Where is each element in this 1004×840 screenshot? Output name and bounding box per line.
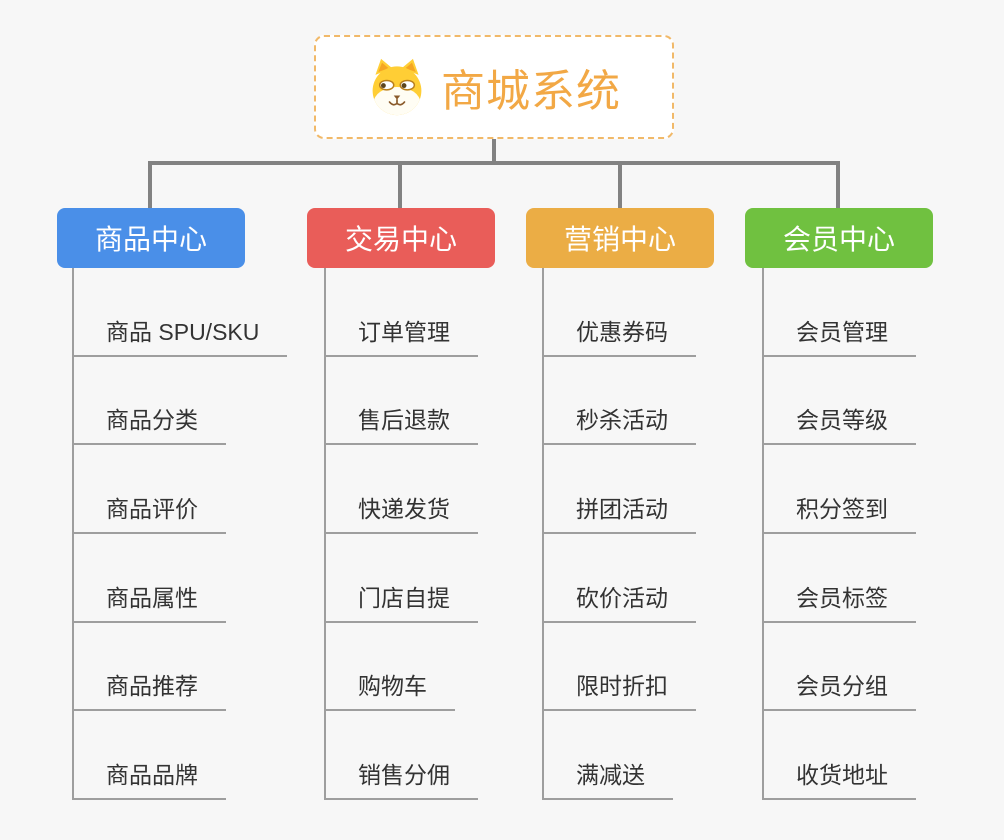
branch-children-product-center: 商品 SPU/SKU 商品分类 商品评价 商品属性 商品推荐 商品品牌 [72, 268, 332, 801]
root-title: 商城系统 [441, 67, 621, 116]
branch-node-marketing-center[interactable]: 营销中心 [526, 208, 714, 268]
child-node[interactable]: 会员等级 [762, 401, 916, 446]
child-node[interactable]: 拼团活动 [542, 490, 696, 535]
child-node[interactable]: 销售分佣 [324, 756, 478, 801]
branch-children-member-center: 会员管理 会员等级 积分签到 会员标签 会员分组 收货地址 [762, 268, 1004, 801]
child-node[interactable]: 商品属性 [72, 579, 226, 623]
branch-spine-line [72, 268, 74, 800]
branch-node-trade-center[interactable]: 交易中心 [307, 208, 495, 268]
branch-node-product-center[interactable]: 商品中心 [57, 208, 245, 268]
child-node[interactable]: 商品 SPU/SKU [72, 313, 288, 357]
child-node[interactable]: 积分签到 [762, 490, 916, 535]
branch-children-trade-center: 订单管理 售后退款 快递发货 门店自提 购物车 销售分佣 [324, 268, 584, 801]
connector-horizontal [148, 161, 840, 165]
child-node[interactable]: 商品品牌 [72, 756, 226, 801]
child-node[interactable]: 商品推荐 [72, 667, 226, 712]
root-node[interactable]: 商城系统 [314, 35, 674, 139]
child-node[interactable]: 售后退款 [324, 401, 478, 446]
child-node[interactable]: 购物车 [324, 667, 455, 712]
child-node[interactable]: 秒杀活动 [542, 401, 696, 446]
connector-stub-branch-3 [618, 161, 622, 208]
child-node[interactable]: 商品分类 [72, 401, 226, 446]
child-node[interactable]: 会员管理 [762, 313, 916, 357]
branch-children-marketing-center: 优惠券码 秒杀活动 拼团活动 砍价活动 限时折扣 满减送 [542, 268, 802, 801]
connector-stub-branch-2 [398, 161, 402, 208]
branch-spine-line [324, 268, 326, 800]
connector-root-stub [492, 139, 496, 165]
child-node[interactable]: 商品评价 [72, 490, 226, 535]
child-node[interactable]: 会员分组 [762, 667, 916, 712]
branch-node-member-center[interactable]: 会员中心 [745, 208, 933, 268]
child-node[interactable]: 限时折扣 [542, 667, 696, 712]
child-node[interactable]: 砍价活动 [542, 579, 696, 623]
connector-stub-branch-4 [836, 161, 840, 208]
branch-spine-line [542, 268, 544, 800]
branch-spine-line [762, 268, 764, 800]
child-node[interactable]: 会员标签 [762, 579, 916, 623]
connector-stub-branch-1 [148, 161, 152, 208]
child-node[interactable]: 快递发货 [324, 490, 478, 535]
shiba-dog-icon [372, 58, 422, 116]
child-node[interactable]: 收货地址 [762, 756, 916, 801]
child-node[interactable]: 订单管理 [324, 313, 478, 357]
child-node[interactable]: 门店自提 [324, 579, 478, 623]
child-node[interactable]: 满减送 [542, 756, 673, 801]
child-node[interactable]: 优惠券码 [542, 313, 696, 357]
